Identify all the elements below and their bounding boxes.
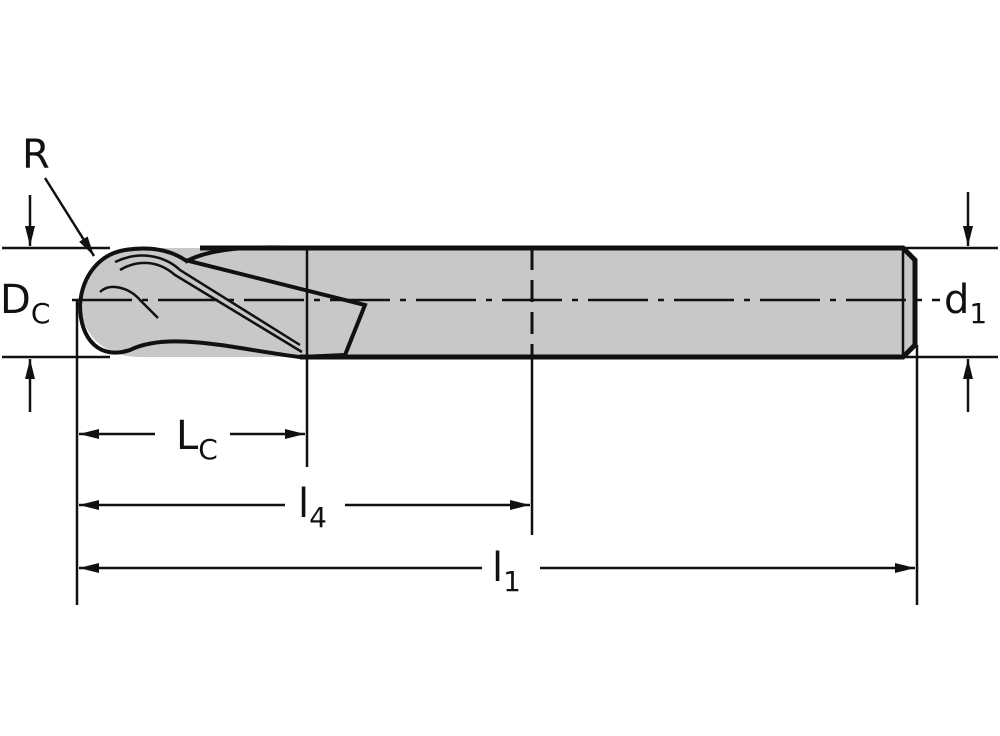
label-lc-sub: C bbox=[198, 433, 218, 466]
label-d1: d1 bbox=[940, 277, 992, 330]
label-l4-sub: 4 bbox=[309, 501, 327, 534]
label-l4-main: l bbox=[298, 481, 310, 527]
label-lc-main: L bbox=[176, 413, 199, 459]
length-extension-lines bbox=[75, 300, 919, 605]
label-l1: l1 bbox=[488, 548, 525, 596]
label-r-text: R bbox=[22, 132, 50, 178]
end-mill-body bbox=[77, 245, 918, 360]
label-lc: LC bbox=[172, 416, 222, 464]
label-l1-sub: 1 bbox=[503, 565, 521, 598]
label-l1-main: l bbox=[492, 545, 504, 591]
r-leader bbox=[43, 177, 96, 257]
label-dc-sub: C bbox=[30, 297, 51, 330]
label-r: R bbox=[18, 135, 54, 175]
label-d1-main: d bbox=[944, 277, 970, 323]
label-l4: l4 bbox=[294, 484, 331, 532]
label-dc-main: D bbox=[0, 277, 31, 323]
label-dc: DC bbox=[0, 277, 55, 330]
label-d1-sub: 1 bbox=[969, 297, 988, 330]
